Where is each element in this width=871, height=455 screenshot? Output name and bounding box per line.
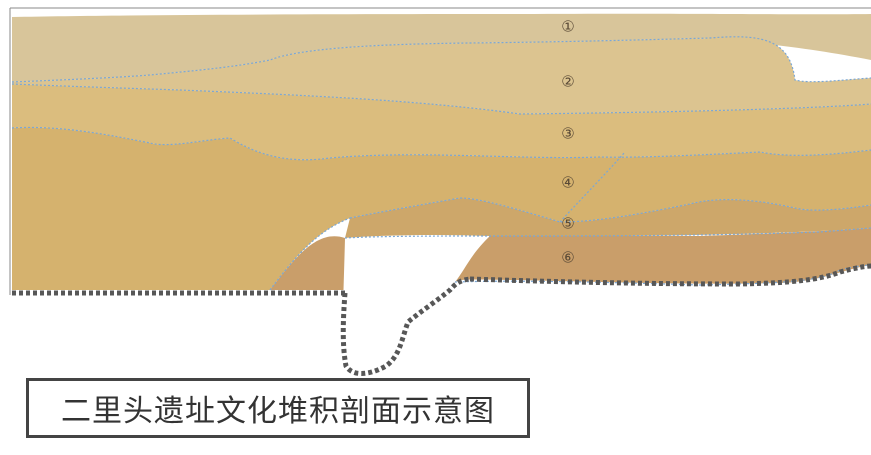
boundary-4-5 (349, 197, 871, 223)
boundary-1-2 (11, 36, 871, 83)
layer-label-3: ③ (561, 125, 574, 143)
layer-label-6: ⑥ (561, 249, 574, 267)
boundary-diagonal-right (559, 151, 626, 223)
pit-cut (342, 234, 490, 374)
boundary-3-4 (11, 126, 871, 161)
layer-3-band (12, 84, 871, 160)
layer-label-5: ⑤ (561, 215, 574, 233)
layer-5-band (345, 198, 871, 238)
layer-label-4: ④ (561, 174, 574, 192)
layer-label-2: ② (561, 73, 574, 91)
layer-2-band (12, 36, 871, 115)
layer-4-band (12, 127, 871, 290)
caption-box: 二里头遗址文化堆积剖面示意图 (26, 378, 530, 438)
diagram-caption: 二里头遗址文化堆积剖面示意图 (61, 394, 495, 429)
layer-1-band (12, 13, 871, 82)
excavation-base-right (469, 263, 871, 287)
layer-label-1: ① (561, 18, 574, 36)
boundary-diagonal-left (269, 217, 351, 291)
